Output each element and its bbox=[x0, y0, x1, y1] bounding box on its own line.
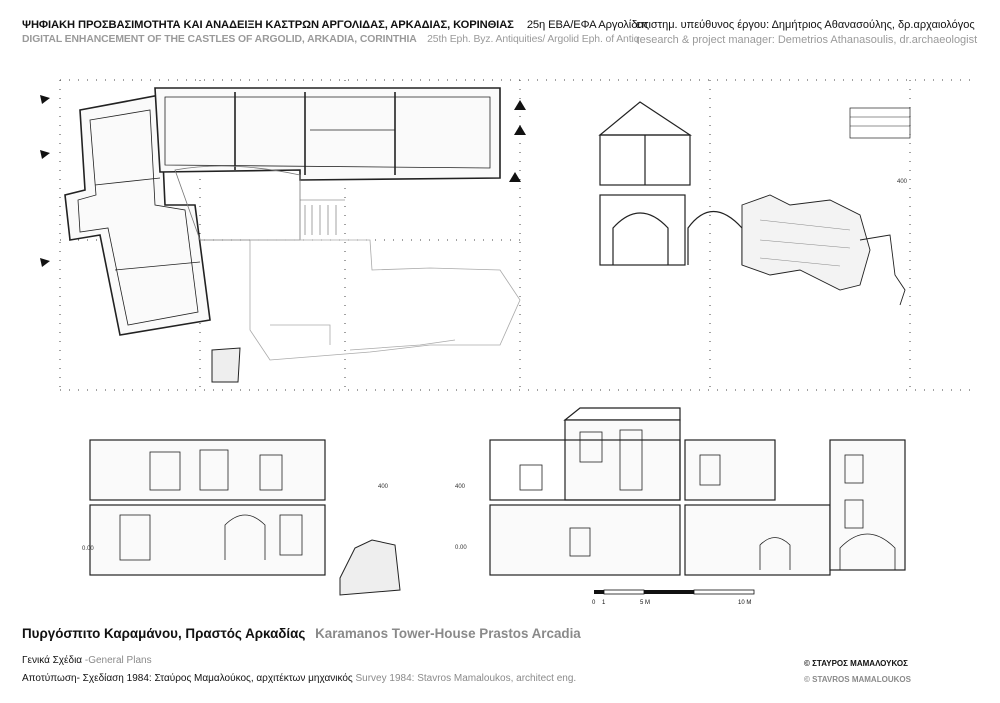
level-label: 0.00 bbox=[455, 545, 467, 551]
project-manager-english: research & project manager: Demetrios At… bbox=[636, 34, 978, 46]
survey-credit: Αποτύπωση- Σχεδίαση 1984: Σταύρος Μαμαλο… bbox=[22, 674, 576, 684]
architectural-drawings: 400 400 400 0.00 0.00 0 1 5 M 10 M bbox=[40, 79, 970, 606]
ground-plan bbox=[40, 87, 526, 383]
level-label: 0.00 bbox=[82, 546, 94, 552]
sheet-title-greek: Πυργόσπιτο Καραμάνου, Πραστός Αρκαδίας bbox=[22, 626, 306, 641]
scale-tick-label: 10 M bbox=[738, 600, 751, 606]
survey-credit-english: Survey 1984: Stavros Mamaloukos, archite… bbox=[355, 673, 577, 684]
level-label: 400 bbox=[378, 484, 389, 490]
level-labels: 400 400 400 0.00 0.00 bbox=[82, 179, 908, 552]
general-plans-caption: Γενικά Σχέδια -General Plans bbox=[22, 656, 152, 666]
scale-bar: 0 1 5 M 10 M bbox=[592, 589, 755, 606]
elevation-bottom-right bbox=[489, 407, 906, 576]
general-plans-greek: Γενικά Σχέδια bbox=[22, 655, 85, 666]
sheet-title: Πυργόσπιτο Καραμάνου, Πραστός Αρκαδίας K… bbox=[22, 627, 581, 640]
scale-tick-label: 1 bbox=[602, 600, 606, 606]
level-label: 400 bbox=[897, 179, 908, 185]
copyright-greek: © ΣΤΑΥΡΟΣ ΜΑΜΑΛΟΥΚΟΣ bbox=[804, 659, 908, 668]
header-title-english: DIGITAL ENHANCEMENT OF THE CASTLES OF AR… bbox=[22, 34, 643, 45]
header-ephorate-greek: 25η ΕΒΑ/ΕΦΑ Αργολίδας bbox=[526, 19, 649, 31]
header-title-english-text: DIGITAL ENHANCEMENT OF THE CASTLES OF AR… bbox=[22, 34, 417, 45]
header-title-greek-text: ΨΗΦΙΑΚΗ ΠΡΟΣΒΑΣΙΜΟΤΗΤΑ ΚΑΙ ΑΝΑΔΕΙΞΗ ΚΑΣΤ… bbox=[22, 19, 514, 31]
sheet-title-english: Karamanos Tower-House Prastos Arcadia bbox=[315, 626, 581, 641]
general-plans-english: -General Plans bbox=[84, 655, 152, 666]
scale-tick-label: 5 M bbox=[640, 600, 650, 606]
elevation-bottom-left bbox=[89, 439, 401, 596]
survey-credit-greek: Αποτύπωση- Σχεδίαση 1984: Σταύρος Μαμαλο… bbox=[22, 673, 353, 684]
copyright-english: © STAVROS MAMALOUKOS bbox=[804, 675, 911, 684]
project-manager-greek: επιστημ. υπεύθυνος έργου: Δημήτριος Αθαν… bbox=[636, 19, 975, 31]
header-ephorate-english: 25th Eph. Byz. Antiquities/ Argolid Eph.… bbox=[427, 34, 643, 45]
section-top-right bbox=[598, 101, 911, 306]
level-label: 400 bbox=[455, 484, 466, 490]
header-title-greek: ΨΗΦΙΑΚΗ ΠΡΟΣΒΑΣΙΜΟΤΗΤΑ ΚΑΙ ΑΝΑΔΕΙΞΗ ΚΑΣΤ… bbox=[22, 19, 649, 31]
scale-tick-label: 0 bbox=[592, 600, 596, 606]
